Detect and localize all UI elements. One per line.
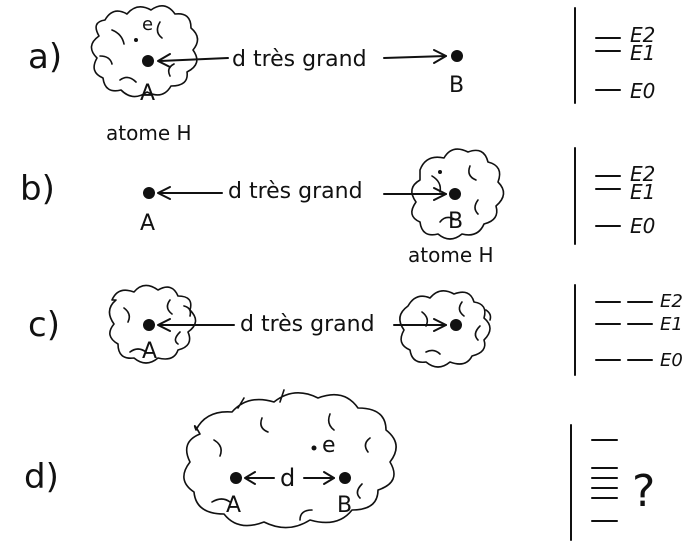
row-d-nucleus-a: [230, 472, 242, 484]
row-b-node-a: A: [140, 211, 155, 236]
row-a-node-a: A: [140, 81, 155, 106]
row-d-question-mark: ?: [632, 466, 655, 517]
row-c-level-e1-label: E1: [660, 314, 683, 335]
row-c-electron-cloud-a: [108, 284, 197, 364]
row-a-nucleus-a: [142, 55, 154, 67]
row-c-arrow-right-head: [433, 318, 447, 332]
row-b-level-e0-label: E0: [630, 214, 655, 238]
row-a-node-b: B: [449, 73, 464, 98]
row-b-electron-dot: [438, 170, 442, 174]
row-a-distance-label: d très grand: [232, 47, 367, 72]
row-d-nucleus-b: [339, 472, 351, 484]
row-a-arrow-left-head: [157, 53, 171, 68]
row-c-distance-label: d très grand: [240, 312, 375, 337]
row-a-level-e1-label: E1: [630, 41, 655, 65]
row-a-electron-dot: [134, 38, 138, 42]
row-b-node-b: B: [448, 209, 463, 234]
row-a-electron-label: e: [142, 14, 153, 35]
row-c-label: c): [28, 305, 60, 345]
row-c-level-e0-label: E0: [660, 350, 683, 371]
row-c-level-e2-label: E2: [660, 291, 683, 312]
row-a-arrow-right-line: [383, 55, 447, 59]
row-b-level-e2-label: E2: [630, 162, 655, 186]
row-d: d) e A B d ?: [24, 389, 655, 541]
row-a-caption: atome H: [106, 121, 192, 145]
row-c: c) A d très grand E2 E1 E0: [28, 284, 683, 376]
row-a-arrow-right-head: [433, 49, 447, 64]
row-a-level-e0-label: E0: [630, 79, 655, 103]
row-b: b) A d très grand B atome H E2 E1 E0: [20, 147, 655, 267]
row-a-level-e2-label: E2: [630, 23, 655, 47]
row-b-caption: atome H: [408, 243, 494, 267]
row-d-electron-label: e: [322, 433, 336, 458]
row-a-arrow-left-line: [159, 57, 229, 62]
row-d-electron-cloud: [183, 389, 397, 529]
row-b-nucleus-a: [143, 187, 155, 199]
row-a: a) e A d très grand B atome H E2 E1 E0: [28, 5, 655, 145]
row-b-electron-cloud: [411, 148, 505, 240]
row-d-electron-dot: [311, 445, 317, 451]
row-b-arrow-right-head: [433, 187, 447, 201]
row-a-electron-cloud: [90, 5, 199, 98]
row-d-node-b: B: [337, 493, 352, 518]
row-d-label: d): [24, 457, 59, 497]
row-b-label: b): [20, 169, 55, 209]
row-d-arrow-right-head: [323, 471, 335, 485]
row-d-distance-label: d: [280, 464, 295, 492]
row-d-arrow-left-head: [244, 471, 256, 485]
row-b-arrow-left-head: [157, 186, 171, 200]
row-b-distance-label: d très grand: [228, 179, 363, 204]
row-b-level-e1-label: E1: [630, 180, 655, 204]
row-d-node-a: A: [226, 493, 241, 518]
row-c-nucleus-b: [450, 319, 462, 331]
row-a-nucleus-b: [451, 50, 463, 62]
row-c-arrow-left-head: [157, 318, 171, 332]
row-c-nucleus-a: [143, 319, 155, 331]
row-b-nucleus-b: [449, 188, 461, 200]
row-a-label: a): [28, 37, 62, 77]
row-c-electron-cloud-b: [399, 290, 492, 368]
row-c-node-a: A: [142, 339, 157, 364]
